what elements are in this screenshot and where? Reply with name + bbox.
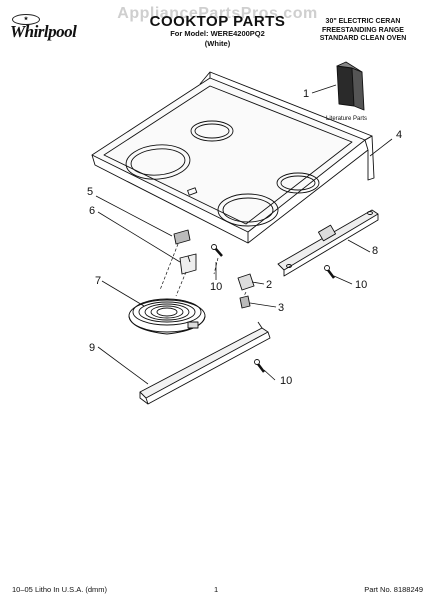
callout-7: 7 bbox=[95, 275, 101, 287]
color-line: (White) bbox=[204, 39, 231, 48]
callout-2: 2 bbox=[266, 279, 272, 291]
part-number: Part No. 8188249 bbox=[364, 585, 423, 594]
logo-badge: ★ bbox=[12, 14, 40, 25]
callout-4: 4 bbox=[396, 129, 402, 141]
description-line-3: STANDARD CLEAN OVEN bbox=[319, 35, 407, 42]
callout-leaders bbox=[95, 84, 393, 385]
callout-10-channel: 10 bbox=[280, 375, 292, 387]
callout-9: 9 bbox=[89, 342, 95, 354]
page-title: COOKTOP PARTS bbox=[149, 13, 286, 30]
clip-part bbox=[237, 273, 255, 309]
model-line: For Model: WERE4200PQ2 bbox=[170, 29, 265, 38]
callout-labels: 1 2 3 4 5 6 7 8 9 10 10 10 bbox=[87, 88, 402, 387]
callout-10-screw: 10 bbox=[210, 281, 222, 293]
callout-3: 3 bbox=[278, 302, 284, 314]
print-info: 10–05 Litho In U.S.A. (dmm) bbox=[12, 585, 108, 594]
brand-logo: ★ Whirlpool bbox=[10, 14, 88, 44]
callout-10-trim: 10 bbox=[355, 279, 367, 291]
cooktop-main bbox=[91, 71, 375, 244]
brand-name: Whirlpool bbox=[10, 22, 77, 41]
side-trim-part bbox=[277, 209, 379, 277]
support-channel bbox=[139, 321, 271, 405]
watermark: AppliancePartsPros.com bbox=[117, 5, 318, 22]
screw-part bbox=[211, 244, 335, 373]
switch-bracket-part bbox=[173, 229, 197, 275]
callout-6: 6 bbox=[89, 205, 95, 217]
callout-1: 1 bbox=[303, 88, 309, 100]
callout-8: 8 bbox=[372, 245, 378, 257]
burner-element bbox=[128, 298, 206, 335]
callout-5: 5 bbox=[87, 186, 93, 198]
literature-label: Literature Parts bbox=[326, 116, 367, 122]
product-description: 30" ELECTRIC CERAN FREESTANDING RANGE ST… bbox=[303, 18, 423, 44]
leader-lines bbox=[159, 243, 247, 297]
description-line-2: FREESTANDING RANGE bbox=[322, 26, 404, 34]
description-line-1: 30" ELECTRIC CERAN bbox=[325, 18, 401, 25]
page-number: 1 bbox=[214, 585, 219, 594]
literature-booklet bbox=[336, 61, 365, 111]
